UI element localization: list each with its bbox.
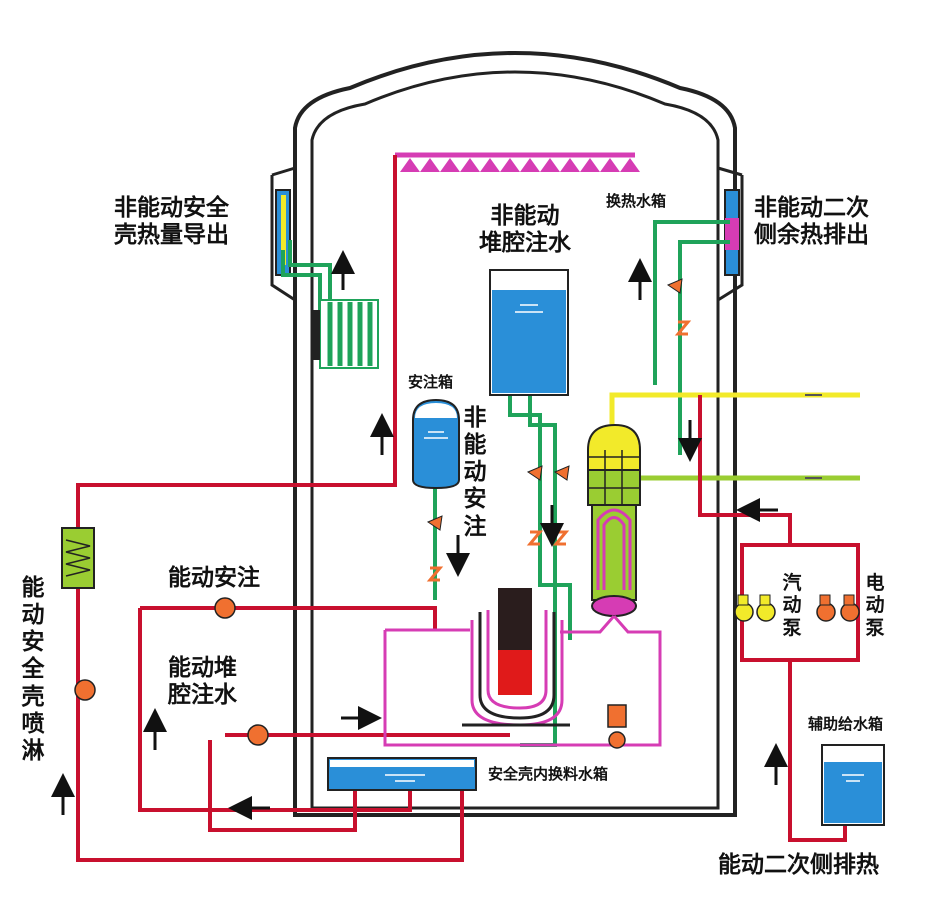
label-irwst: 安全壳内换料水箱	[488, 765, 609, 783]
label-accumulator: 安注箱	[408, 373, 454, 391]
spray-heat-exchanger	[61, 527, 95, 589]
reactor-vessel	[462, 588, 570, 727]
label-active-containment-spray: 能动安全壳喷淋	[21, 575, 45, 764]
spray-header	[393, 152, 640, 180]
flow-arrows	[51, 250, 788, 820]
steam-driven-pumps	[734, 594, 776, 622]
label-passive-secondary-heat: 非能动二次 侧余热排出	[754, 195, 869, 249]
label-passive-injection: 非能动安注	[463, 405, 487, 540]
label-passive-core-makeup: 非能动 堆腔注水	[479, 203, 571, 257]
label-active-injection: 能动安注	[168, 565, 260, 591]
cavity-injection-pump	[247, 724, 269, 746]
label-steam-pump: 汽动泵	[782, 572, 802, 639]
active-spray-line	[76, 180, 510, 862]
check-valves	[426, 278, 683, 531]
steam-generator	[587, 423, 641, 617]
primary-pump	[607, 704, 627, 749]
aux-feedwater-tank	[821, 744, 885, 826]
label-active-cavity-injection: 能动堆 腔注水	[168, 655, 237, 709]
label-heat-exchange-tank: 换热水箱	[606, 192, 667, 210]
pcs-inner-strip	[281, 195, 286, 265]
label-electric-pump: 电动泵	[865, 572, 885, 639]
motor-driven-pumps	[816, 594, 860, 622]
core-makeup-tank	[489, 269, 569, 396]
accumulator-tank	[412, 398, 460, 490]
irwst-tank	[327, 757, 477, 791]
passive-lines	[281, 220, 730, 747]
primary-loop	[383, 615, 662, 747]
label-active-secondary-heat: 能动二次侧排热	[718, 852, 879, 878]
label-aux-feedwater-tank: 辅助给水箱	[808, 715, 884, 733]
containment-vessel	[270, 51, 744, 817]
label-passive-containment-heat: 非能动安全 壳热量导出	[114, 195, 229, 249]
pcs-heat-exchanger	[312, 299, 379, 369]
spray-pump	[74, 679, 96, 701]
active-injection-pump	[214, 597, 236, 619]
